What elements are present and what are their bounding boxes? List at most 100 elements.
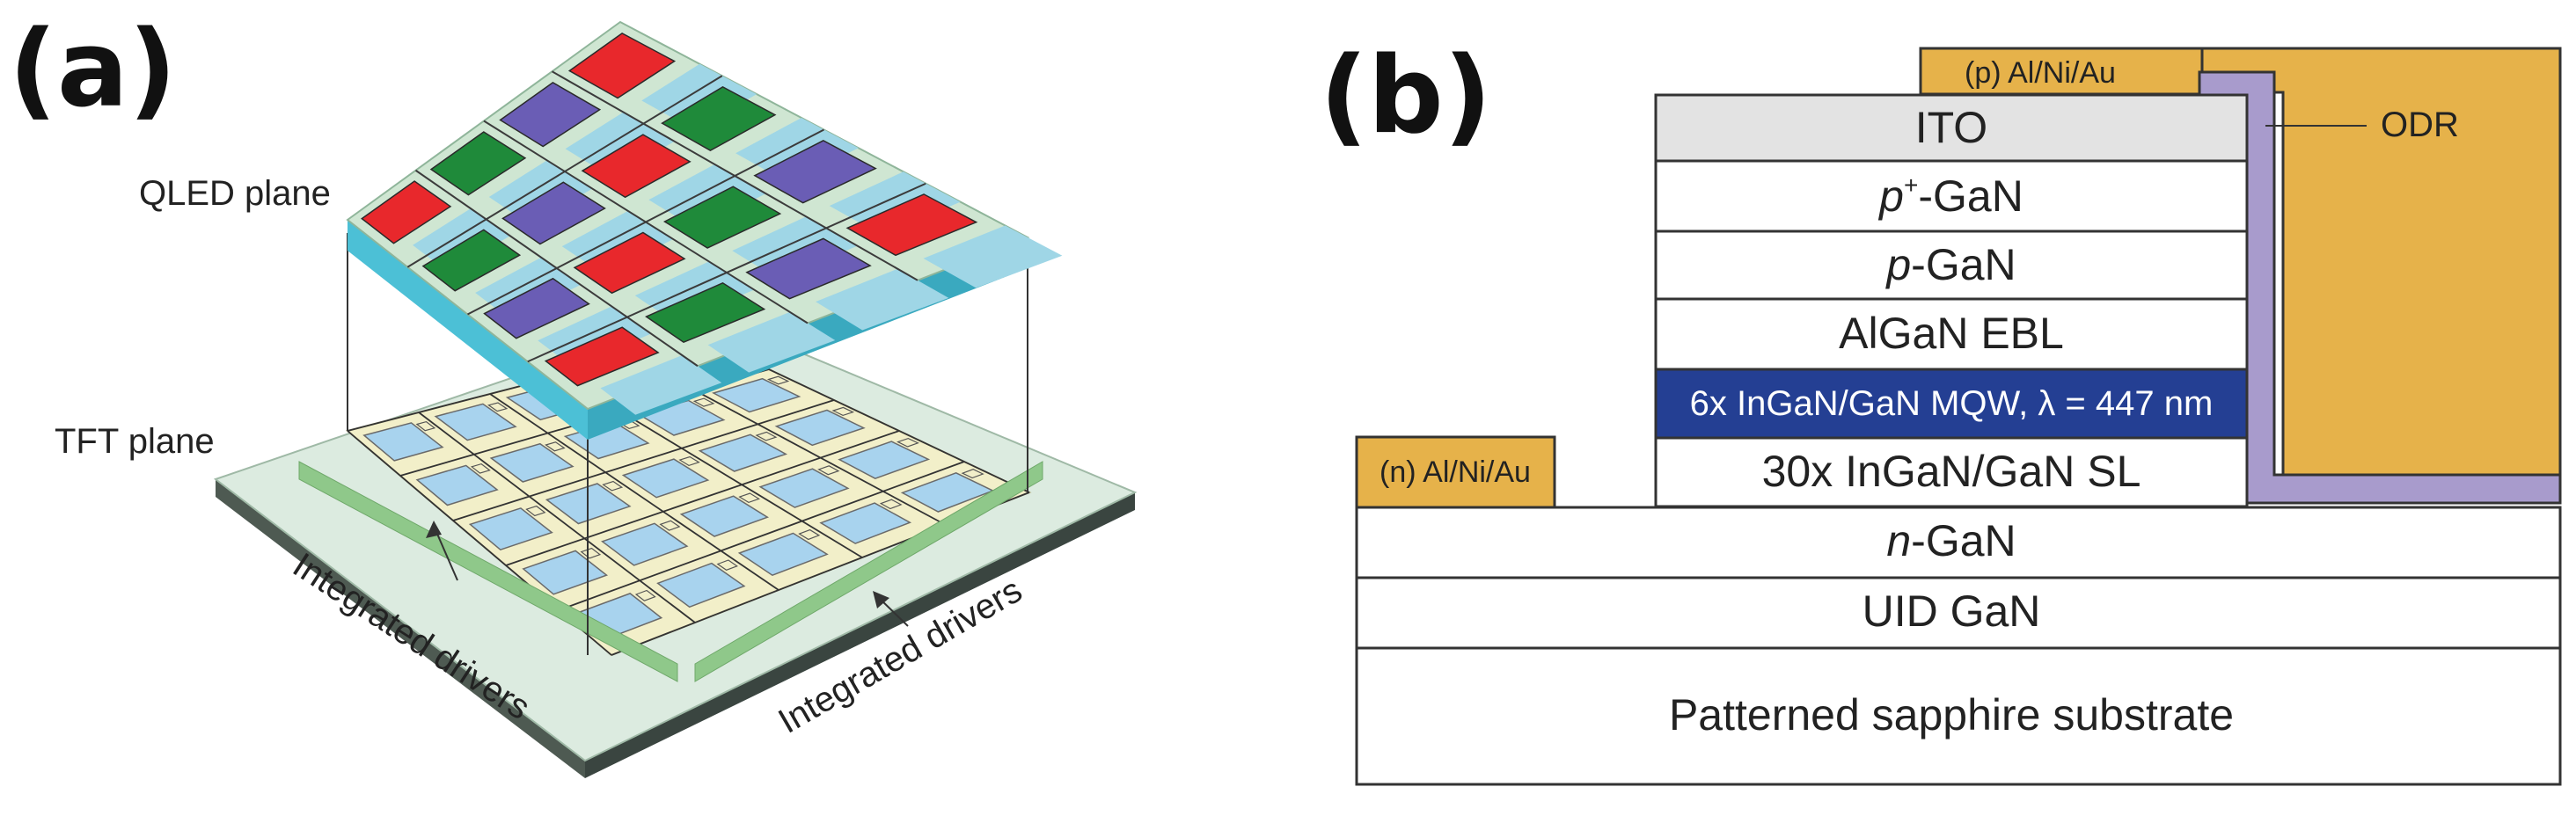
odr-label: ODR [2381, 106, 2459, 144]
qled-subpixel-blue [501, 181, 606, 245]
tft-transistor [738, 492, 760, 504]
qled-subpixel-green [661, 86, 777, 151]
tft-transistor [755, 431, 778, 441]
panel-a-label: (a) [9, 9, 177, 131]
panel-b-label: (b) [1320, 35, 1492, 157]
qled-tft-contact [565, 112, 675, 178]
tft-bus-line [452, 399, 835, 521]
layer-mqw-label: 6x InGaN/GaN MQW, λ = 447 nm [1690, 384, 2214, 423]
layer-pplus-gan-label: p+-GaN [1877, 171, 2023, 221]
tft-transistor [487, 402, 509, 412]
tft-transistor [659, 520, 681, 531]
layer-pplus-gan [1654, 159, 2249, 233]
qled-subpixel-blue [753, 140, 877, 204]
tft-pixel-cell [712, 377, 801, 413]
qled-subpixel-green [645, 281, 766, 344]
layer-n-gan [1355, 506, 2562, 579]
qled-grid-line [527, 182, 926, 363]
layer-uid-gan-label: UID GaN [1862, 586, 2041, 636]
n-contact-pad [1355, 435, 1556, 509]
tft-pixel-cell [362, 422, 444, 462]
tft-transistor [545, 441, 566, 452]
qled-subpixel-red [581, 134, 692, 199]
qled-plane-left-side [348, 220, 588, 440]
tft-pixel-cell [522, 550, 609, 595]
qled-subpixel-red [361, 180, 452, 244]
tft-transistor [415, 420, 436, 432]
qled-subpixel-red [573, 231, 686, 295]
layer-mqw [1654, 368, 2249, 440]
qled-tft-contact [488, 160, 593, 225]
qled-tft-contact [735, 118, 859, 183]
tft-transistor [766, 375, 790, 385]
tft-plane-label: TFT plane [55, 422, 215, 461]
tft-matrix-lines [347, 338, 1030, 656]
tft-transistor [602, 480, 624, 492]
qled-tft-contact [413, 208, 510, 273]
tft-pixel-cell [737, 532, 829, 577]
driver-strip-left [298, 461, 678, 682]
tft-plane-left-side [216, 479, 585, 778]
qled-tft-contact [641, 63, 757, 130]
qled-subpixel-blue [745, 237, 872, 300]
qled-tft-contact [634, 261, 755, 324]
qled-subpixel-red [845, 193, 978, 257]
tft-plane-right-side [585, 492, 1135, 778]
tft-transistor [678, 455, 700, 467]
p-contact-label: (p) Al/Ni/Au [1965, 56, 2116, 90]
tft-bus-line [489, 393, 779, 591]
qled-tft-contact [923, 225, 1063, 288]
layer-sl-label: 30x InGaN/GaN SL [1762, 447, 2141, 496]
layer-p-gan [1654, 230, 2249, 301]
p-contact-pad [1919, 47, 2204, 96]
qled-subpixel-red [567, 33, 677, 99]
tft-transistor [634, 589, 656, 601]
tft-pixel-cell [656, 562, 746, 608]
layer-substrate-label: Patterned sapphire substrate [1669, 690, 2234, 740]
tft-pixel-cell [819, 502, 912, 544]
qled-grid-line [552, 70, 918, 281]
layer-sl [1654, 436, 2249, 508]
tft-pixel-cell [601, 522, 689, 566]
tft-pixel-cell [468, 507, 553, 551]
p-italic: p [1884, 240, 1911, 289]
tft-transistor [961, 469, 984, 479]
tft-transistor [716, 559, 738, 571]
tft-bus-line [558, 461, 965, 611]
tft-pixel-cell [434, 403, 517, 441]
tft-transistor [817, 465, 840, 476]
layer-uid-gan [1355, 576, 2562, 650]
qled-subpixel-red [544, 326, 660, 387]
tft-transistor [525, 505, 546, 517]
layer-ito-label: ITO [1915, 103, 1987, 152]
tft-transistor [896, 437, 919, 448]
qled-subpixel-blue [483, 277, 590, 339]
qled-tft-contact [648, 164, 766, 229]
panel-b: (b) (p) Al/Ni/Au ODR ITO p+-GaN p-GaN Al… [1320, 35, 2562, 786]
driver-arrowhead-right [873, 591, 889, 608]
qled-tft-contact [829, 171, 961, 236]
qled-tft-contact [816, 268, 949, 331]
p-rest: -GaN [1911, 240, 2016, 289]
pplus-rest: -GaN [1918, 171, 2023, 221]
qled-grid-line [467, 128, 824, 316]
qled-tft-contact [732, 216, 858, 280]
panel-a: (a) Integrated drivers Integrated driver… [9, 9, 1138, 778]
tft-pixel-cell [415, 464, 499, 506]
driver-strip-right [694, 461, 1043, 682]
layer-algan-ebl [1654, 297, 2249, 371]
tft-pixel-cell [758, 468, 850, 508]
layer-n-gan-label: n-GaN [1886, 516, 2016, 565]
layer-ito [1654, 93, 2249, 163]
tft-pixel-cell [838, 441, 931, 480]
qled-tft-contact [707, 311, 836, 373]
qled-subpixel-green [662, 186, 782, 249]
tft-pixel-cell [489, 442, 574, 483]
layer-substrate [1355, 646, 2562, 786]
pplus-italic: p [1877, 171, 1904, 221]
tft-transistor [798, 528, 821, 541]
qled-plane-label: QLED plane [139, 174, 331, 213]
pplus-sup: + [1904, 171, 1918, 199]
qled-pixels [361, 33, 1063, 415]
